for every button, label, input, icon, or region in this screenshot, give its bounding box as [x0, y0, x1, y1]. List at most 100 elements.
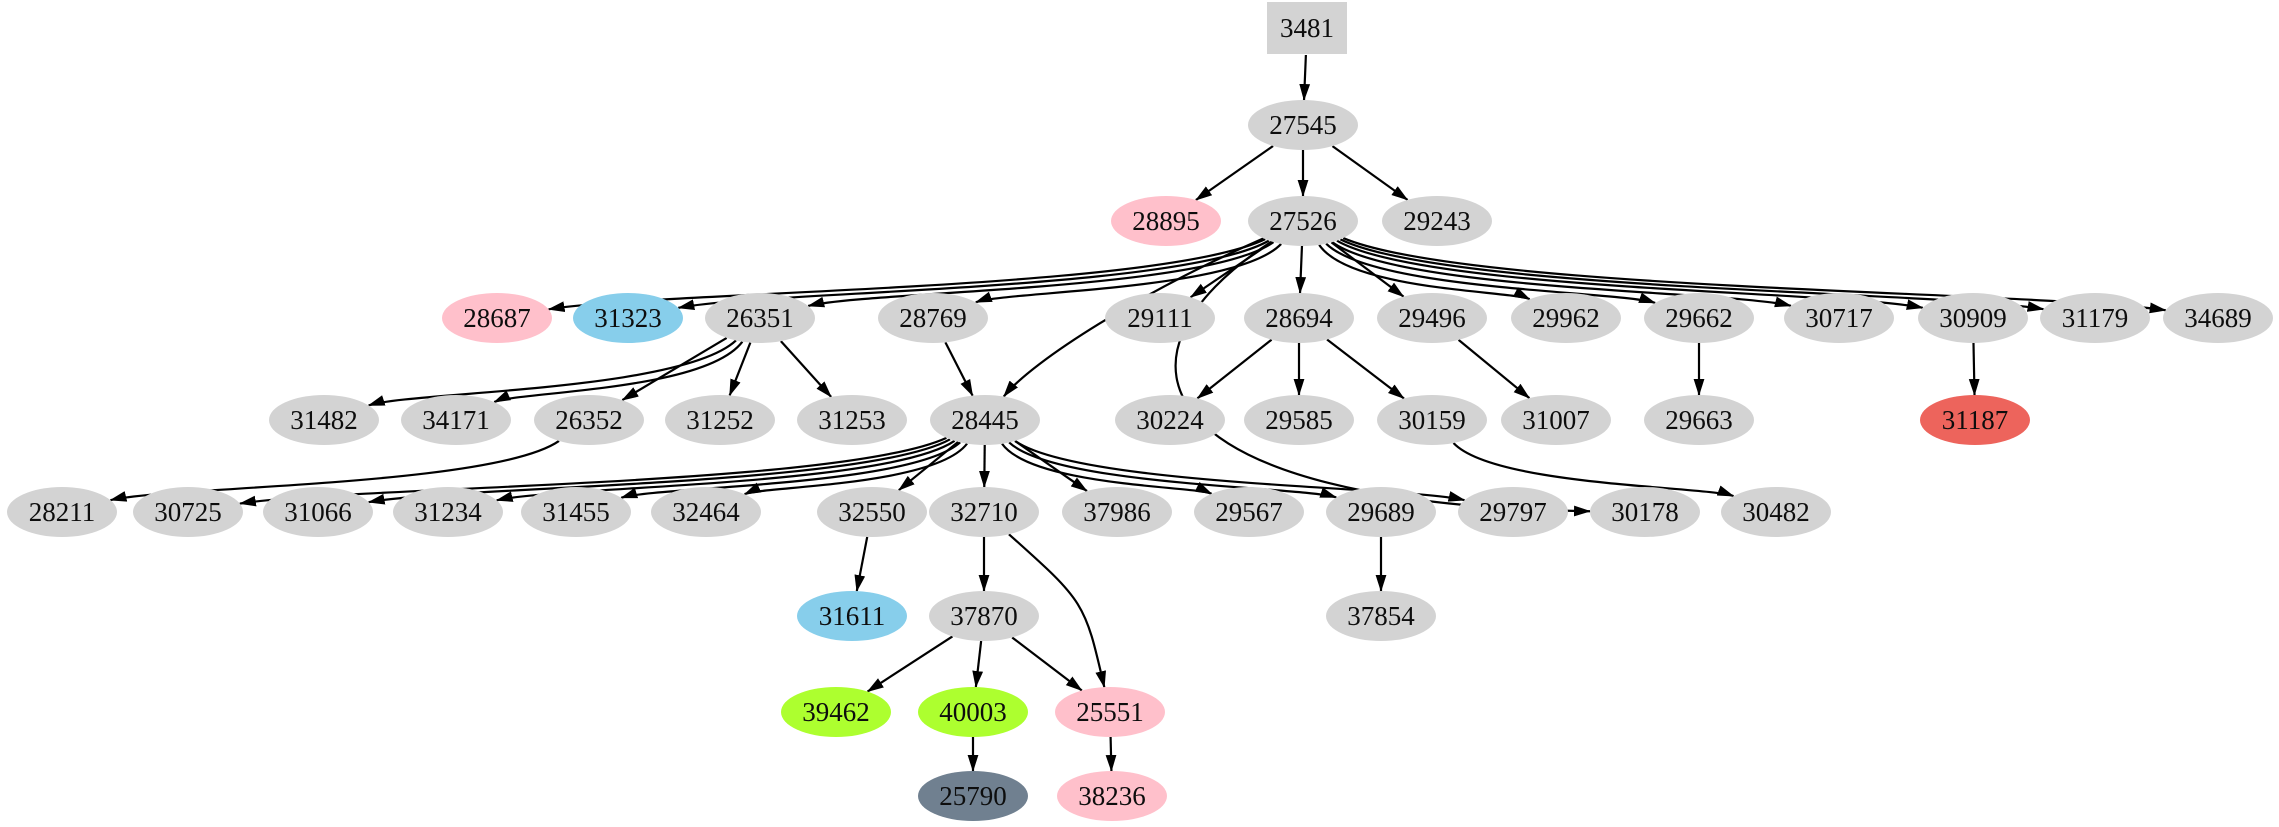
node-ellipse[interactable]	[2163, 293, 2273, 343]
node-ellipse[interactable]	[7, 487, 117, 537]
node-ellipse[interactable]	[1062, 487, 1172, 537]
node-31066[interactable]: 31066	[263, 487, 373, 537]
node-ellipse[interactable]	[1244, 293, 1354, 343]
node-ellipse[interactable]	[1244, 395, 1354, 445]
node-ellipse[interactable]	[2040, 293, 2150, 343]
node-3481[interactable]: 3481	[1267, 2, 1347, 54]
node-29585[interactable]: 29585	[1244, 395, 1354, 445]
node-38236[interactable]: 38236	[1057, 771, 1167, 821]
node-ellipse[interactable]	[1590, 487, 1700, 537]
node-ellipse[interactable]	[781, 687, 891, 737]
node-26351[interactable]: 26351	[705, 293, 815, 343]
node-ellipse[interactable]	[930, 395, 1040, 445]
node-ellipse[interactable]	[393, 487, 503, 537]
node-31253[interactable]: 31253	[797, 395, 907, 445]
node-ellipse[interactable]	[1248, 100, 1358, 150]
node-31252[interactable]: 31252	[665, 395, 775, 445]
node-ellipse[interactable]	[1057, 771, 1167, 821]
node-ellipse[interactable]	[442, 293, 552, 343]
node-28694[interactable]: 28694	[1244, 293, 1354, 343]
node-30725[interactable]: 30725	[133, 487, 243, 537]
node-27545[interactable]: 27545	[1248, 100, 1358, 150]
node-28687[interactable]: 28687	[442, 293, 552, 343]
node-29567[interactable]: 29567	[1194, 487, 1304, 537]
node-29496[interactable]: 29496	[1377, 293, 1487, 343]
node-ellipse[interactable]	[1721, 487, 1831, 537]
node-ellipse[interactable]	[1382, 196, 1492, 246]
node-37986[interactable]: 37986	[1062, 487, 1172, 537]
node-31187[interactable]: 31187	[1920, 395, 2030, 445]
node-ellipse[interactable]	[1105, 293, 1215, 343]
node-ellipse[interactable]	[1115, 395, 1225, 445]
node-29243[interactable]: 29243	[1382, 196, 1492, 246]
node-34171[interactable]: 34171	[401, 395, 511, 445]
node-28769[interactable]: 28769	[878, 293, 988, 343]
node-39462[interactable]: 39462	[781, 687, 891, 737]
node-ellipse[interactable]	[1920, 395, 2030, 445]
node-ellipse[interactable]	[651, 487, 761, 537]
node-ellipse[interactable]	[1111, 196, 1221, 246]
node-ellipse[interactable]	[797, 591, 907, 641]
node-31323[interactable]: 31323	[573, 293, 683, 343]
node-ellipse[interactable]	[573, 293, 683, 343]
node-31234[interactable]: 31234	[393, 487, 503, 537]
node-31007[interactable]: 31007	[1501, 395, 1611, 445]
node-31179[interactable]: 31179	[2040, 293, 2150, 343]
node-ellipse[interactable]	[878, 293, 988, 343]
node-ellipse[interactable]	[1326, 487, 1436, 537]
node-ellipse[interactable]	[1248, 196, 1358, 246]
node-ellipse[interactable]	[705, 293, 815, 343]
node-ellipse[interactable]	[269, 395, 379, 445]
node-32550[interactable]: 32550	[817, 487, 927, 537]
node-ellipse[interactable]	[665, 395, 775, 445]
node-30482[interactable]: 30482	[1721, 487, 1831, 537]
node-26352[interactable]: 26352	[534, 395, 644, 445]
node-ellipse[interactable]	[521, 487, 631, 537]
node-ellipse[interactable]	[918, 687, 1028, 737]
node-ellipse[interactable]	[133, 487, 243, 537]
node-32710[interactable]: 32710	[929, 487, 1039, 537]
node-ellipse[interactable]	[1918, 293, 2028, 343]
node-30159[interactable]: 30159	[1377, 395, 1487, 445]
node-ellipse[interactable]	[797, 395, 907, 445]
node-31611[interactable]: 31611	[797, 591, 907, 641]
node-ellipse[interactable]	[1377, 395, 1487, 445]
node-ellipse[interactable]	[929, 591, 1039, 641]
node-34689[interactable]: 34689	[2163, 293, 2273, 343]
node-31482[interactable]: 31482	[269, 395, 379, 445]
node-29111[interactable]: 29111	[1105, 293, 1215, 343]
node-ellipse[interactable]	[1326, 591, 1436, 641]
node-ellipse[interactable]	[929, 487, 1039, 537]
node-ellipse[interactable]	[1055, 687, 1165, 737]
node-ellipse[interactable]	[1644, 395, 1754, 445]
node-ellipse[interactable]	[1784, 293, 1894, 343]
node-30717[interactable]: 30717	[1784, 293, 1894, 343]
node-27526[interactable]: 27526	[1248, 196, 1358, 246]
node-ellipse[interactable]	[1511, 293, 1621, 343]
node-ellipse[interactable]	[817, 487, 927, 537]
node-ellipse[interactable]	[1377, 293, 1487, 343]
node-31455[interactable]: 31455	[521, 487, 631, 537]
node-30224[interactable]: 30224	[1115, 395, 1225, 445]
node-37870[interactable]: 37870	[929, 591, 1039, 641]
node-ellipse[interactable]	[1644, 293, 1754, 343]
node-28895[interactable]: 28895	[1111, 196, 1221, 246]
node-ellipse[interactable]	[263, 487, 373, 537]
node-ellipse[interactable]	[534, 395, 644, 445]
node-ellipse[interactable]	[1501, 395, 1611, 445]
node-28211[interactable]: 28211	[7, 487, 117, 537]
node-ellipse[interactable]	[401, 395, 511, 445]
node-29662[interactable]: 29662	[1644, 293, 1754, 343]
node-40003[interactable]: 40003	[918, 687, 1028, 737]
node-ellipse[interactable]	[918, 771, 1028, 821]
node-ellipse[interactable]	[1194, 487, 1304, 537]
node-29663[interactable]: 29663	[1644, 395, 1754, 445]
node-28445[interactable]: 28445	[930, 395, 1040, 445]
node-ellipse[interactable]	[1458, 487, 1568, 537]
node-29689[interactable]: 29689	[1326, 487, 1436, 537]
node-32464[interactable]: 32464	[651, 487, 761, 537]
node-box[interactable]	[1267, 2, 1347, 54]
node-25551[interactable]: 25551	[1055, 687, 1165, 737]
node-30178[interactable]: 30178	[1590, 487, 1700, 537]
node-29962[interactable]: 29962	[1511, 293, 1621, 343]
